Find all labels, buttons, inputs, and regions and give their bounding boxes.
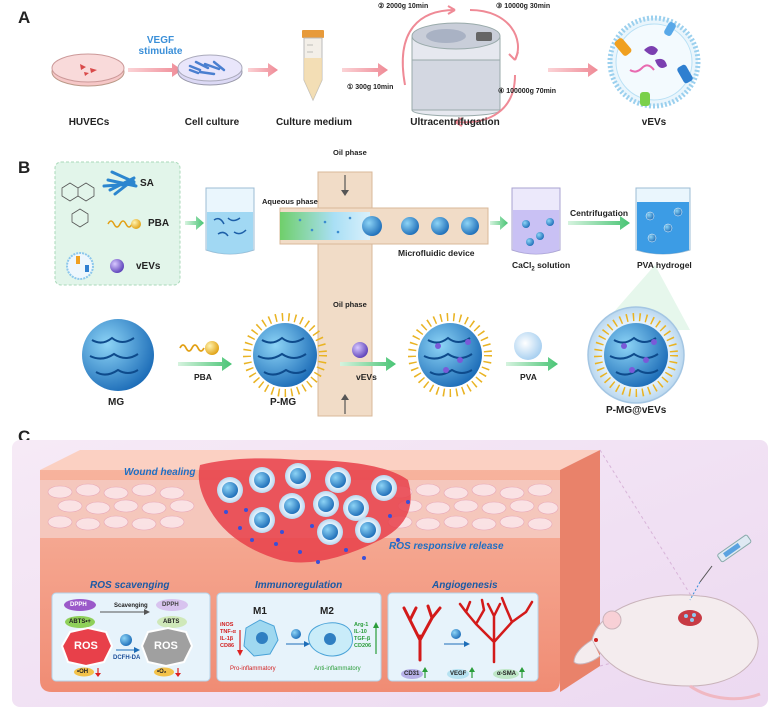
vev-ingredient-icon bbox=[66, 252, 124, 280]
panel-a-graphics bbox=[51, 5, 701, 127]
anti-inflammatory-label: Anti-inflammatory bbox=[314, 666, 361, 672]
o2-label: •O₂ bbox=[157, 669, 167, 675]
microfluidic-device-label: Microfluidic device bbox=[398, 248, 475, 258]
ros-right-label: ROS bbox=[154, 640, 178, 652]
ros-scavenging-graphics bbox=[60, 599, 194, 677]
cacl2-solution-label: CaCl2 solution bbox=[512, 260, 570, 273]
pva-reagent-icon bbox=[514, 332, 542, 360]
m1-marker: iNOS bbox=[220, 622, 234, 628]
syringe-icon bbox=[689, 534, 752, 601]
vev-reagent-icon bbox=[352, 342, 368, 358]
cacl2-prefix: CaCl bbox=[512, 260, 532, 270]
beaker-cacl2-icon bbox=[511, 187, 561, 255]
centrifuge-step-4: ④ 100000g 70min bbox=[498, 88, 557, 95]
panel-b-graphics bbox=[54, 161, 691, 417]
p-mg-vevs-label: P-MG@vEVs bbox=[606, 405, 667, 416]
m2-marker-list: Arg-1 IL-10 TGF-β CD206 bbox=[354, 622, 371, 650]
pba-arrow-label: PBA bbox=[194, 372, 212, 382]
ultracentrifugation-label: Ultracentrifugation bbox=[410, 117, 500, 128]
pba-structure-icon bbox=[71, 208, 141, 229]
pba-reagent-icon bbox=[179, 341, 219, 355]
dcfh-label: DCFH-DA bbox=[113, 655, 141, 661]
m1-marker: CD86 bbox=[220, 643, 235, 649]
m2-marker: IL-10 bbox=[354, 629, 367, 635]
p-mg-icon bbox=[243, 313, 327, 397]
immunoregulation-title: Immunoregulation bbox=[255, 580, 343, 591]
m2-marker: CD206 bbox=[354, 643, 372, 649]
centrifuge-step-2: ② 2000g 10min bbox=[378, 3, 429, 10]
ros-release-label: ROS responsive release bbox=[389, 541, 504, 552]
m1-marker: TNF-α bbox=[220, 629, 236, 635]
panel-c-graphics bbox=[12, 440, 768, 707]
vevs-ingredient-label: vEVs bbox=[136, 261, 161, 272]
petri-dish-huvecs-icon bbox=[51, 53, 125, 87]
scavenging-label: Scavenging bbox=[114, 603, 148, 609]
hydrogel-microspheres bbox=[217, 463, 410, 564]
petri-dish-cell-culture-icon bbox=[177, 54, 243, 86]
culture-medium-label: Culture medium bbox=[275, 117, 353, 128]
centrifuge-step-3: ③ 10000g 30min bbox=[496, 3, 551, 10]
cacl2-subscript: 2 bbox=[531, 266, 535, 273]
beaker-pva-hydrogel-icon bbox=[635, 187, 691, 255]
centrifuge-tube-icon bbox=[302, 30, 324, 102]
cd31-label: CD31 bbox=[404, 671, 420, 677]
asma-label: α-SMA bbox=[497, 671, 517, 677]
centrifugation-label: Centrifugation bbox=[570, 208, 629, 218]
ros-scavenging-title: ROS scavenging bbox=[90, 580, 170, 591]
panel-label-b: B bbox=[18, 158, 31, 177]
angiogenesis-box bbox=[387, 592, 539, 682]
cacl2-suffix: solution bbox=[534, 260, 571, 270]
immunoregulation-graphics bbox=[237, 619, 379, 657]
pro-inflammatory-label: Pro-inflammatory bbox=[230, 666, 276, 672]
aqueous-phase-label: Aqueous phase bbox=[262, 197, 318, 206]
vev-vesicle-icon bbox=[607, 15, 701, 109]
pva-arrow-label: PVA bbox=[520, 372, 537, 382]
oil-phase-bottom-label: Oil phase bbox=[333, 300, 367, 309]
vegf-label: VEGF bbox=[450, 671, 467, 677]
angiogenesis-graphics bbox=[402, 596, 534, 664]
stimulate-text: stimulate bbox=[138, 46, 183, 57]
vegf-text: VEGF bbox=[146, 35, 175, 46]
mg-label: MG bbox=[108, 397, 125, 408]
m1-marker-list: iNOS TNF-α IL-1β CD86 bbox=[220, 622, 236, 650]
sa-structure-icon bbox=[61, 170, 138, 202]
oh-label: •OH bbox=[77, 669, 89, 675]
microfluidic-device-icon bbox=[279, 171, 489, 417]
m1-label: M1 bbox=[253, 606, 267, 617]
angiogenesis-title: Angiogenesis bbox=[432, 580, 498, 591]
oil-phase-top-label: Oil phase bbox=[333, 148, 367, 157]
ros-left-label: ROS bbox=[74, 640, 98, 652]
centrifuge-step-1: ① 300g 10min bbox=[347, 84, 394, 91]
vevs-label-a: vEVs bbox=[641, 117, 667, 128]
sa-label: SA bbox=[140, 178, 154, 189]
cell-culture-label: Cell culture bbox=[184, 117, 240, 128]
mg-microgel-icon bbox=[82, 319, 154, 391]
pva-hydrogel-label: PVA hydrogel bbox=[637, 260, 692, 270]
dpph-right-label: DPPH bbox=[162, 602, 179, 608]
panel-label-a: A bbox=[18, 8, 31, 27]
pba-label: PBA bbox=[148, 218, 170, 229]
ultracentrifuge-icon bbox=[411, 22, 501, 117]
wound-healing-label: Wound healing bbox=[124, 467, 196, 478]
huvecs-label: HUVECs bbox=[68, 117, 110, 128]
beaker-aqueous-icon bbox=[205, 187, 255, 255]
abts-right-label: ABTS bbox=[163, 619, 180, 625]
vevs-arrow-label: vEVs bbox=[356, 372, 377, 382]
abts-left-label: ABTS•+ bbox=[69, 619, 91, 625]
dpph-left-label: DPPH bbox=[70, 602, 87, 608]
m2-marker: Arg-1 bbox=[354, 622, 369, 628]
vegf-stimulate-label: VEGF stimulate bbox=[133, 35, 188, 57]
m2-label: M2 bbox=[320, 606, 334, 617]
m2-marker: TGF-β bbox=[354, 636, 371, 642]
rat-illustration-icon bbox=[573, 594, 761, 701]
p-mg-at-vevs-icon bbox=[587, 306, 685, 404]
p-mg-label: P-MG bbox=[270, 397, 297, 408]
m1-marker: IL-1β bbox=[220, 636, 234, 642]
p-mg-vevs-intermediate-icon bbox=[408, 313, 492, 397]
